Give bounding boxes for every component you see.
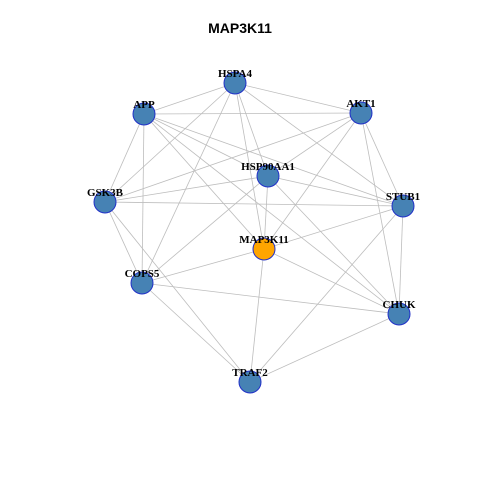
node-circle-traf2 xyxy=(238,370,262,394)
edge-stub1-map3k11 xyxy=(263,205,404,250)
node-hspa4: HSPA4 xyxy=(218,68,253,95)
node-circle-hspa4 xyxy=(223,71,247,95)
node-circle-stub1 xyxy=(391,194,415,218)
node-hsp90aa1: HSP90AA1 xyxy=(241,161,295,188)
edge-layer xyxy=(104,82,404,383)
edge-app-cops5 xyxy=(141,113,145,284)
edge-gsk3b-cops5 xyxy=(104,201,143,284)
edge-app-akt1 xyxy=(143,112,362,115)
node-circle-akt1 xyxy=(349,101,373,125)
node-circle-gsk3b xyxy=(93,190,117,214)
node-cops5: COPS5 xyxy=(125,268,160,295)
edge-hspa4-gsk3b xyxy=(104,82,236,203)
node-label-gsk3b: GSK3B xyxy=(87,187,124,199)
edge-akt1-gsk3b xyxy=(104,112,362,203)
edge-hsp90aa1-map3k11 xyxy=(263,175,269,250)
node-label-chuk: CHUK xyxy=(383,299,416,311)
node-label-traf2: TRAF2 xyxy=(232,367,268,379)
edge-app-map3k11 xyxy=(143,113,265,250)
node-label-app: APP xyxy=(133,99,155,111)
edge-hspa4-cops5 xyxy=(141,82,236,284)
edge-stub1-traf2 xyxy=(249,205,404,383)
edge-map3k11-cops5 xyxy=(141,248,265,284)
edge-hsp90aa1-stub1 xyxy=(267,175,404,207)
edge-gsk3b-traf2 xyxy=(104,201,251,383)
edge-app-stub1 xyxy=(143,113,404,207)
edge-map3k11-traf2 xyxy=(249,248,265,383)
edge-cops5-traf2 xyxy=(141,282,251,383)
node-stub1: STUB1 xyxy=(386,191,420,218)
edge-akt1-stub1 xyxy=(360,112,404,207)
edge-cops5-chuk xyxy=(141,282,400,315)
node-label-hspa4: HSPA4 xyxy=(218,68,253,80)
diagram-title: MAP3K11 xyxy=(208,20,272,36)
edge-map3k11-chuk xyxy=(263,248,400,315)
node-app: APP xyxy=(132,99,156,126)
edge-hsp90aa1-cops5 xyxy=(141,175,269,284)
edge-gsk3b-stub1 xyxy=(104,201,404,207)
node-label-hsp90aa1: HSP90AA1 xyxy=(241,161,295,173)
node-map3k11: MAP3K11 xyxy=(239,234,289,261)
edge-hspa4-akt1 xyxy=(234,82,362,114)
edge-stub1-chuk xyxy=(398,205,404,315)
node-label-stub1: STUB1 xyxy=(386,191,420,203)
edge-akt1-map3k11 xyxy=(263,112,362,250)
edge-app-hsp90aa1 xyxy=(143,113,269,177)
edge-app-chuk xyxy=(143,113,400,315)
edge-hsp90aa1-gsk3b xyxy=(104,175,269,203)
node-label-cops5: COPS5 xyxy=(125,268,160,280)
node-circle-hsp90aa1 xyxy=(256,164,280,188)
edge-chuk-traf2 xyxy=(249,313,400,383)
node-chuk: CHUK xyxy=(383,299,416,326)
edge-hspa4-hsp90aa1 xyxy=(234,82,269,177)
edge-akt1-hsp90aa1 xyxy=(267,112,362,177)
edge-hsp90aa1-chuk xyxy=(267,175,400,315)
node-circle-cops5 xyxy=(130,271,154,295)
edge-hspa4-app xyxy=(143,82,236,115)
node-gsk3b: GSK3B xyxy=(87,187,124,214)
edge-app-gsk3b xyxy=(104,113,145,203)
edge-hspa4-map3k11 xyxy=(234,82,265,250)
node-label-akt1: AKT1 xyxy=(346,98,375,110)
node-circle-map3k11 xyxy=(252,237,276,261)
node-circle-chuk xyxy=(387,302,411,326)
node-circle-app xyxy=(132,102,156,126)
node-label-map3k11: MAP3K11 xyxy=(239,234,289,246)
node-akt1: AKT1 xyxy=(346,98,376,125)
node-traf2: TRAF2 xyxy=(232,367,268,394)
